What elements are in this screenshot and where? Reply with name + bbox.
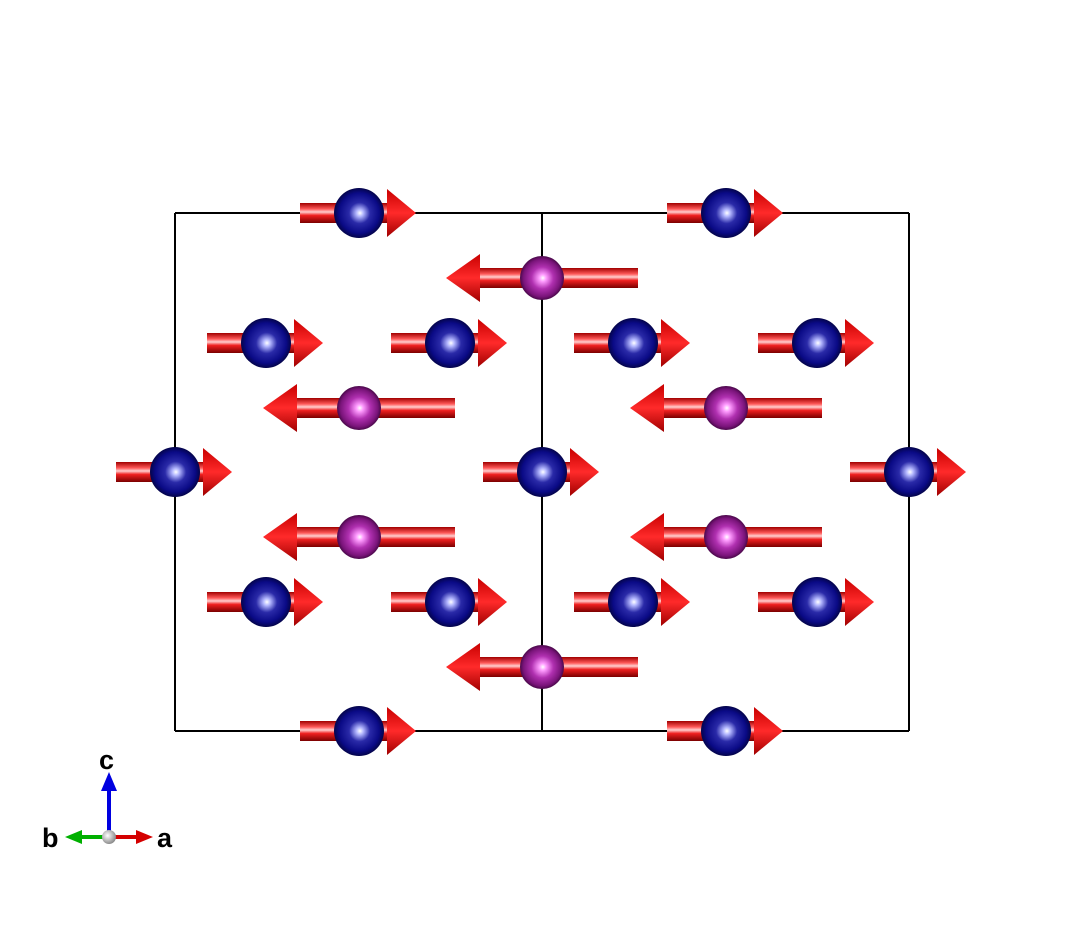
spin-arrowhead	[661, 319, 690, 367]
spin-site	[263, 513, 455, 561]
spin-sites-layer	[116, 188, 966, 756]
atom-blue	[701, 706, 751, 756]
axis-c-label: c	[99, 745, 114, 775]
spin-arrowhead	[630, 384, 664, 432]
axis-b-arrowhead	[65, 830, 82, 844]
spin-site	[758, 577, 874, 627]
axis-origin-ball	[102, 830, 116, 844]
spin-arrowhead	[263, 513, 297, 561]
axes-indicator: c a b	[42, 745, 173, 853]
atom-blue	[150, 447, 200, 497]
spin-site	[300, 706, 416, 756]
spin-arrowhead	[937, 448, 966, 496]
spin-site	[391, 577, 507, 627]
atom-magenta	[337, 515, 381, 559]
atom-magenta	[704, 386, 748, 430]
spin-arrowhead	[294, 319, 323, 367]
spin-site	[116, 447, 232, 497]
spin-site	[850, 447, 966, 497]
spin-arrowhead	[845, 578, 874, 626]
spin-site	[667, 706, 783, 756]
spin-arrowhead	[845, 319, 874, 367]
atom-blue	[792, 577, 842, 627]
spin-site	[391, 318, 507, 368]
atom-blue	[517, 447, 567, 497]
atom-blue	[701, 188, 751, 238]
spin-site	[300, 188, 416, 238]
spin-site	[446, 643, 638, 691]
spin-site	[574, 318, 690, 368]
atom-magenta	[520, 256, 564, 300]
spin-arrowhead	[570, 448, 599, 496]
atom-magenta	[520, 645, 564, 689]
spin-arrowhead	[478, 578, 507, 626]
atom-blue	[241, 318, 291, 368]
spin-site	[446, 254, 638, 302]
spin-arrowhead	[387, 707, 416, 755]
spin-arrowhead	[630, 513, 664, 561]
axis-c-arrowhead	[101, 772, 117, 791]
spin-arrowhead	[203, 448, 232, 496]
spin-site	[483, 447, 599, 497]
atom-blue	[241, 577, 291, 627]
spin-site	[667, 188, 783, 238]
axis-a-label: a	[157, 823, 173, 853]
spin-arrowhead	[446, 254, 480, 302]
spin-site	[758, 318, 874, 368]
spin-site	[207, 577, 323, 627]
spin-site	[263, 384, 455, 432]
spin-site	[207, 318, 323, 368]
atom-blue	[334, 188, 384, 238]
spin-arrowhead	[754, 189, 783, 237]
spin-site	[630, 384, 822, 432]
atom-magenta	[704, 515, 748, 559]
spin-arrowhead	[263, 384, 297, 432]
axis-b-label: b	[42, 823, 59, 853]
atom-magenta	[337, 386, 381, 430]
axis-a-arrowhead	[136, 830, 153, 844]
atom-blue	[334, 706, 384, 756]
spin-arrowhead	[294, 578, 323, 626]
spin-arrowhead	[446, 643, 480, 691]
atom-blue	[425, 577, 475, 627]
atom-blue	[884, 447, 934, 497]
spin-site	[630, 513, 822, 561]
atom-blue	[608, 577, 658, 627]
atom-blue	[792, 318, 842, 368]
atom-blue	[608, 318, 658, 368]
spin-arrowhead	[478, 319, 507, 367]
spin-site	[574, 577, 690, 627]
spin-arrowhead	[661, 578, 690, 626]
spin-arrowhead	[754, 707, 783, 755]
spin-arrowhead	[387, 189, 416, 237]
atom-blue	[425, 318, 475, 368]
